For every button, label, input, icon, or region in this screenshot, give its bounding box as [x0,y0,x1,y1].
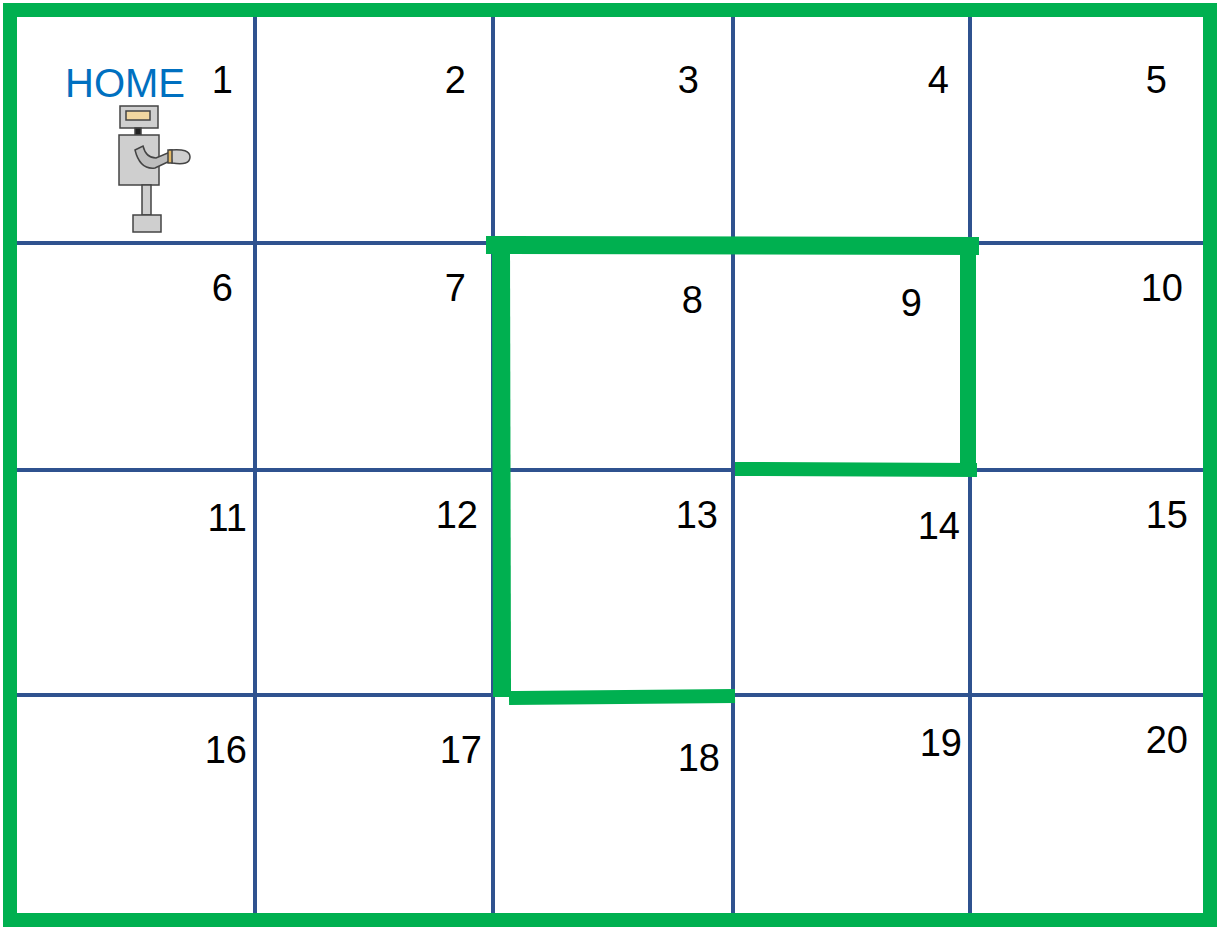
grid-cell: 16 [10,695,255,920]
cell-number: 20 [1146,721,1188,759]
grid-cell: 11 [10,470,255,695]
robot-leg [142,185,151,215]
cell-number: 16 [205,731,247,769]
grid-line [10,241,1210,245]
robot-hand [170,150,190,164]
robot-face [126,111,150,120]
grid-line [731,10,735,920]
cell-number: 7 [445,269,466,307]
cell-number: 9 [901,284,922,322]
robot-foot [133,215,161,232]
grid-lines [10,10,1210,920]
grid-line [253,10,257,920]
grid-cell: 14 [733,470,970,695]
cell-number: 13 [676,496,718,534]
grid-cell: 5 [970,10,1210,243]
grid-cell: 20 [970,695,1210,920]
grid-line [10,468,1210,472]
grid-cell: 3 [493,10,733,243]
cell-number: 18 [678,739,720,777]
wall [960,246,976,466]
robot-head [120,106,158,128]
wall [516,696,728,698]
robot-cuff [168,150,172,163]
cell-number: 4 [928,61,949,99]
cell-label: HOME [65,63,185,103]
cell-number: 1 [212,61,233,99]
cell-number: 15 [1146,496,1188,534]
grid-cell: 17 [255,695,493,920]
grid-cell: 8 [493,243,733,470]
inner-walls [495,245,970,698]
grid-cell: 6 [10,243,255,470]
grid-cell: 4 [733,10,970,243]
cell-number: 17 [440,731,482,769]
cell-number: 5 [1146,61,1167,99]
grid-cell: HOME 1 [10,10,255,243]
robot-figure [119,106,190,232]
cell-number: 3 [678,61,699,99]
grid-cell: 15 [970,470,1210,695]
outer-wall [10,10,1210,920]
cell-number: 8 [682,281,703,319]
cell-number: 11 [208,499,247,537]
grid-cell: 12 [255,470,493,695]
cell-number: 14 [918,507,960,545]
grid-cell: 7 [255,243,493,470]
grid-cell: 13 [493,470,733,695]
grid-cell: 18 [493,695,733,920]
robot-arm [135,146,172,168]
grid-cell: 10 [970,243,1210,470]
cell-number: 6 [212,269,233,307]
wall [495,245,970,246]
cell-number: 10 [1141,269,1183,307]
cell-number: 12 [436,496,478,534]
cell-number: 2 [445,61,466,99]
grid-cell: 2 [255,10,493,243]
cell-number: 19 [920,724,962,762]
grid-cell: 19 [733,695,970,920]
wall [501,247,502,688]
grid-cell: 9 [733,243,970,470]
robot-neck [135,128,141,135]
grid-line [10,693,1210,697]
wall [742,469,970,470]
